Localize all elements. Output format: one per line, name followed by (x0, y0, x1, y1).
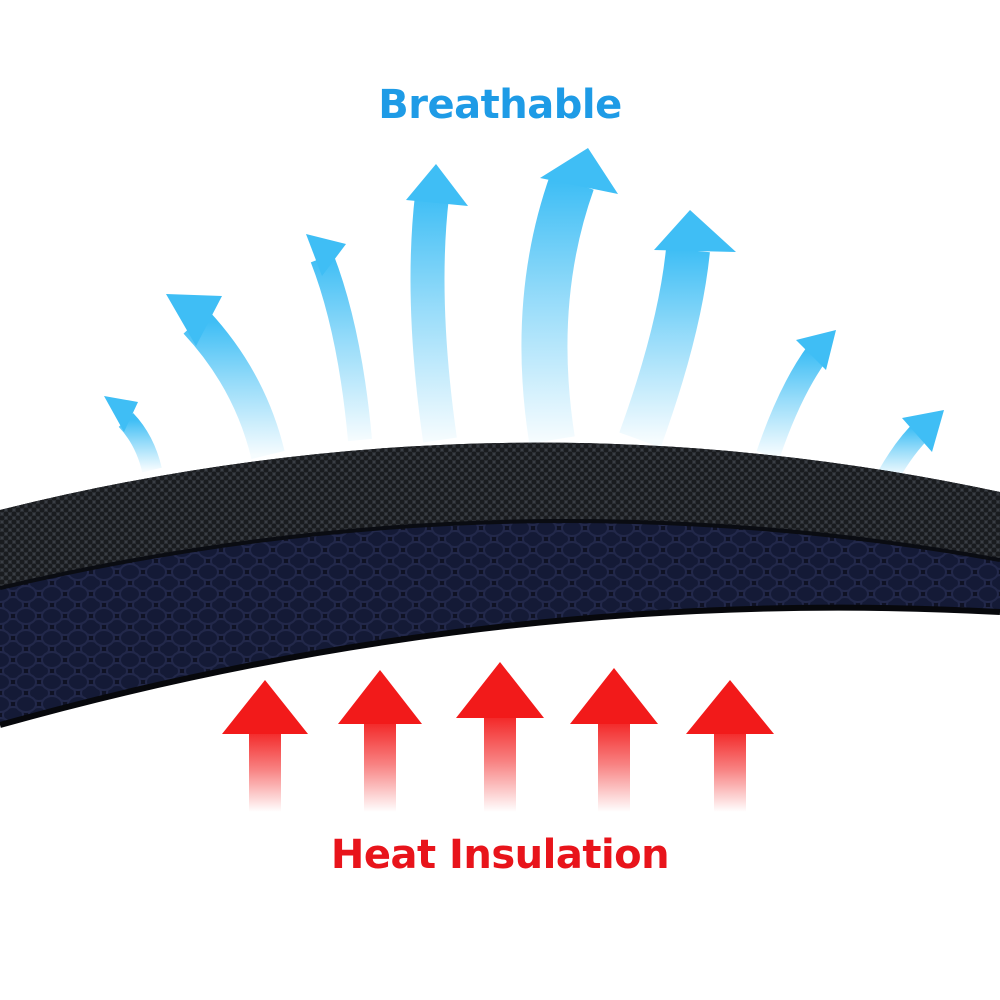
up-arrow-icon (338, 670, 422, 812)
up-arrow-icon (166, 294, 285, 460)
up-arrow-icon (222, 680, 308, 812)
up-arrow-icon (878, 410, 944, 482)
steering-wheel-cover (0, 442, 1000, 728)
up-arrow-icon (756, 330, 836, 459)
up-arrow-icon (686, 680, 774, 812)
heat-insulation-label: Heat Insulation (330, 832, 670, 878)
up-arrow-icon (456, 662, 544, 812)
breathable-label: Breathable (378, 82, 622, 128)
up-arrow-icon (406, 164, 468, 443)
up-arrow-icon (521, 148, 618, 444)
up-arrow-icon (306, 234, 372, 442)
heat-arrows (222, 662, 774, 812)
up-arrow-icon (104, 396, 162, 473)
breathable-arrows (104, 148, 944, 482)
up-arrow-icon (619, 210, 736, 448)
up-arrow-icon (570, 668, 658, 812)
